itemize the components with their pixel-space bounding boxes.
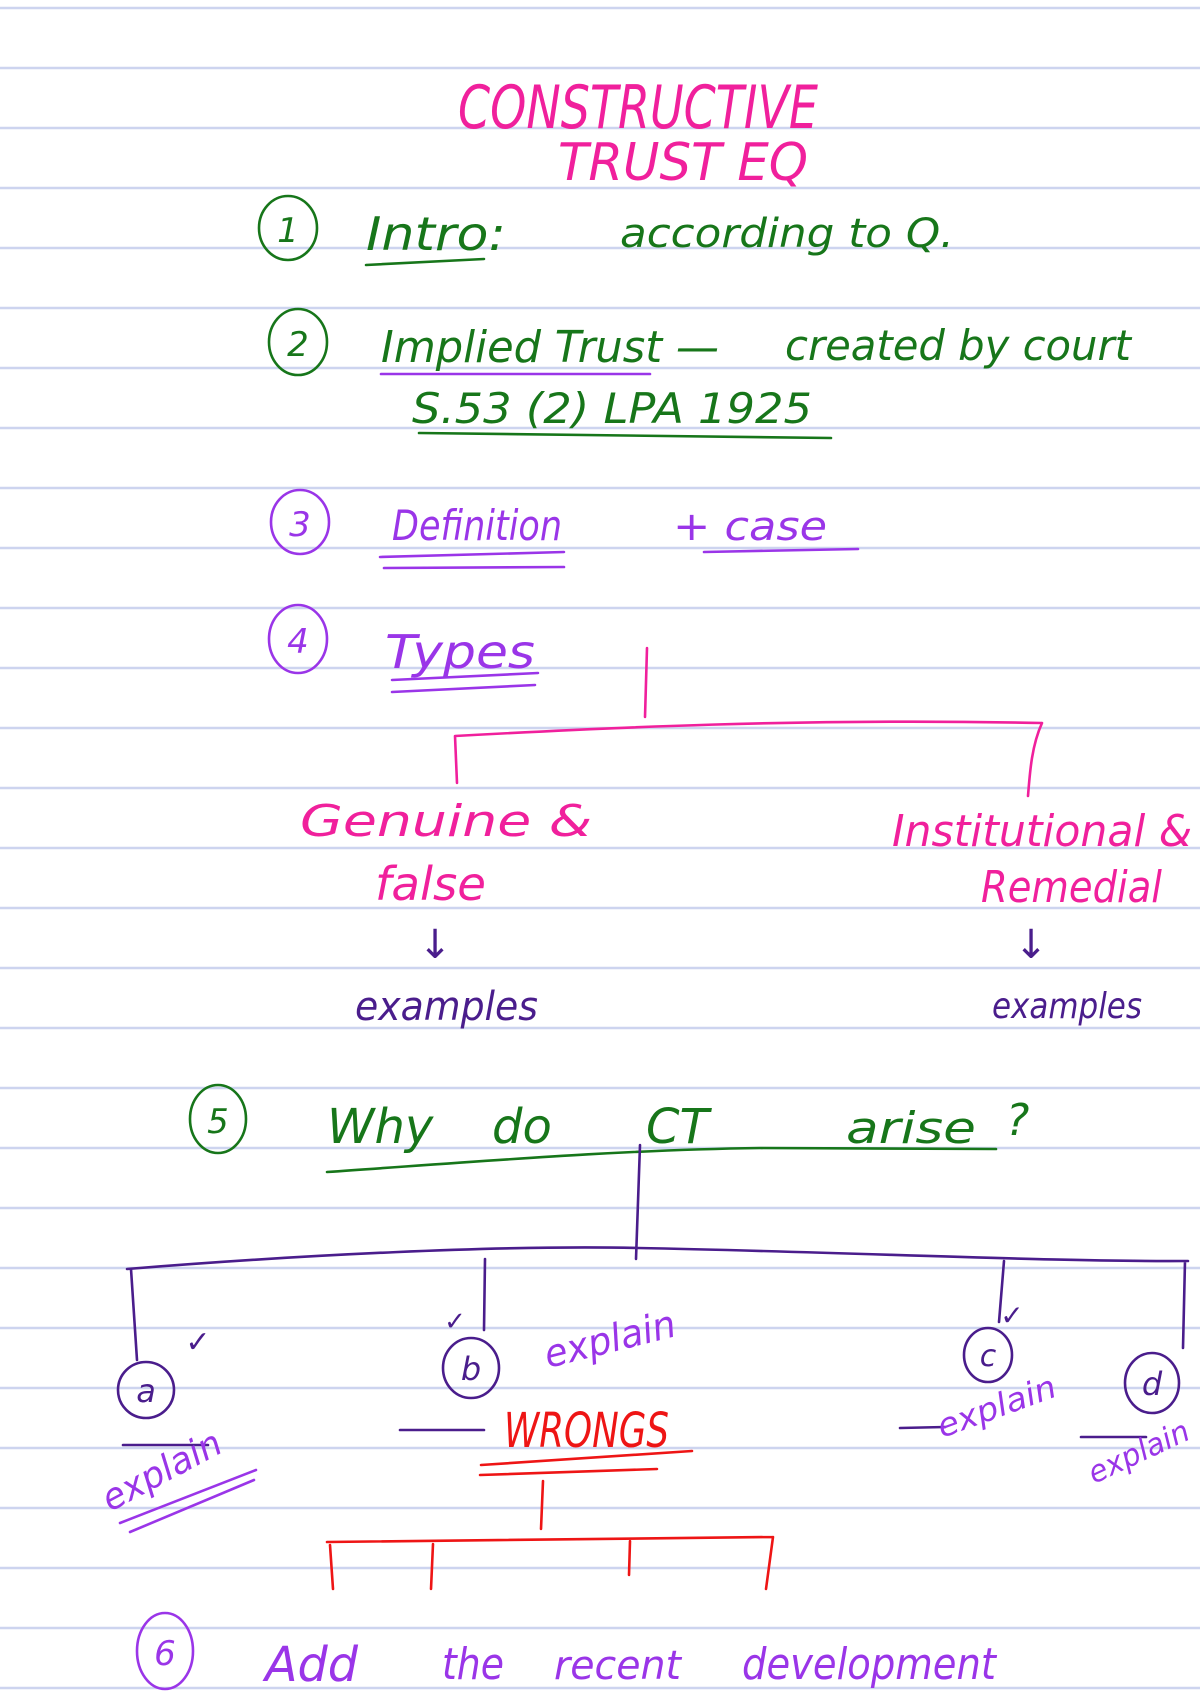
type-institutional-label: Institutional & [892, 806, 1192, 857]
heading-word: do [492, 1099, 552, 1155]
type-genuine-label: Genuine & [300, 796, 592, 847]
closing-word: development [742, 1639, 998, 1690]
arrow-down-icon: ↓ [418, 922, 452, 968]
branch-label: c [980, 1339, 997, 1374]
underline [417, 431, 833, 440]
double-underline [478, 1449, 694, 1477]
explain-note: explain [540, 1302, 681, 1377]
underline [364, 257, 486, 267]
section-number: 1 [277, 211, 299, 251]
heading-word: Why [327, 1099, 434, 1155]
number-circle-icon [188, 1083, 248, 1155]
checkmark-icon: ✓ [185, 1325, 210, 1360]
arrow-down-icon: ↓ [1014, 922, 1048, 968]
statute-reference: S.53 (2) LPA 1925 [412, 384, 812, 433]
examples-note: examples [355, 984, 538, 1030]
section-4-heading: Types [385, 625, 535, 679]
section-number: 3 [289, 505, 311, 545]
title-line-2: TRUST EQ [558, 133, 808, 193]
number-circle-icon [267, 603, 329, 675]
reasons-tree-connector [125, 1143, 1190, 1362]
section-number: 2 [287, 325, 309, 365]
number-circle-icon [267, 307, 329, 377]
dash [898, 1425, 947, 1430]
section-1-heading: Intro: [366, 207, 506, 261]
type-remedial-label: Remedial [981, 862, 1163, 913]
title-line-1: CONSTRUCTIVE [458, 73, 818, 143]
section-3-text: + case [673, 504, 827, 550]
heading-word: ? [1006, 1095, 1029, 1146]
closing-word: the [442, 1639, 504, 1690]
wrongs-label: WRONGS [504, 1403, 669, 1459]
section-number: 4 [287, 622, 309, 662]
section-3-heading: Definition [392, 501, 562, 550]
underline [702, 547, 860, 554]
type-genuine-label-2: false [375, 857, 486, 911]
number-circle-icon [269, 488, 331, 556]
branch-label: b [461, 1350, 481, 1388]
branch-d-circle-icon [1123, 1351, 1181, 1415]
number-circle-icon [257, 194, 319, 262]
branch-c-circle-icon [962, 1326, 1014, 1384]
double-underline [390, 671, 540, 694]
number-circle-icon [135, 1611, 195, 1691]
branch-a-circle-icon [116, 1360, 176, 1420]
heading-word: CT [646, 1099, 713, 1155]
checkmark-icon: ✓ [444, 1307, 466, 1337]
double-underline [118, 1468, 258, 1534]
types-tree-connector [453, 646, 1044, 798]
section-number: 6 [154, 1634, 176, 1674]
closing-word: recent [554, 1643, 682, 1689]
branch-b-circle-icon [441, 1336, 501, 1400]
closing-word: Add [262, 1637, 358, 1693]
heading-word: arise [846, 1103, 976, 1154]
section-number: 5 [207, 1102, 229, 1142]
explain-note: explain [1083, 1414, 1196, 1491]
examples-note: examples [992, 986, 1142, 1027]
underline [325, 1146, 998, 1174]
double-underline [378, 550, 566, 570]
checkmark-icon: ✓ [1000, 1299, 1023, 1332]
section-1-text: according to Q. [620, 211, 954, 257]
section-2-heading: Implied Trust — [381, 322, 719, 373]
branch-label: d [1142, 1365, 1163, 1403]
wrongs-tree-connector [325, 1479, 775, 1591]
section-2-text: created by court [785, 321, 1133, 370]
branch-label: a [136, 1372, 156, 1410]
